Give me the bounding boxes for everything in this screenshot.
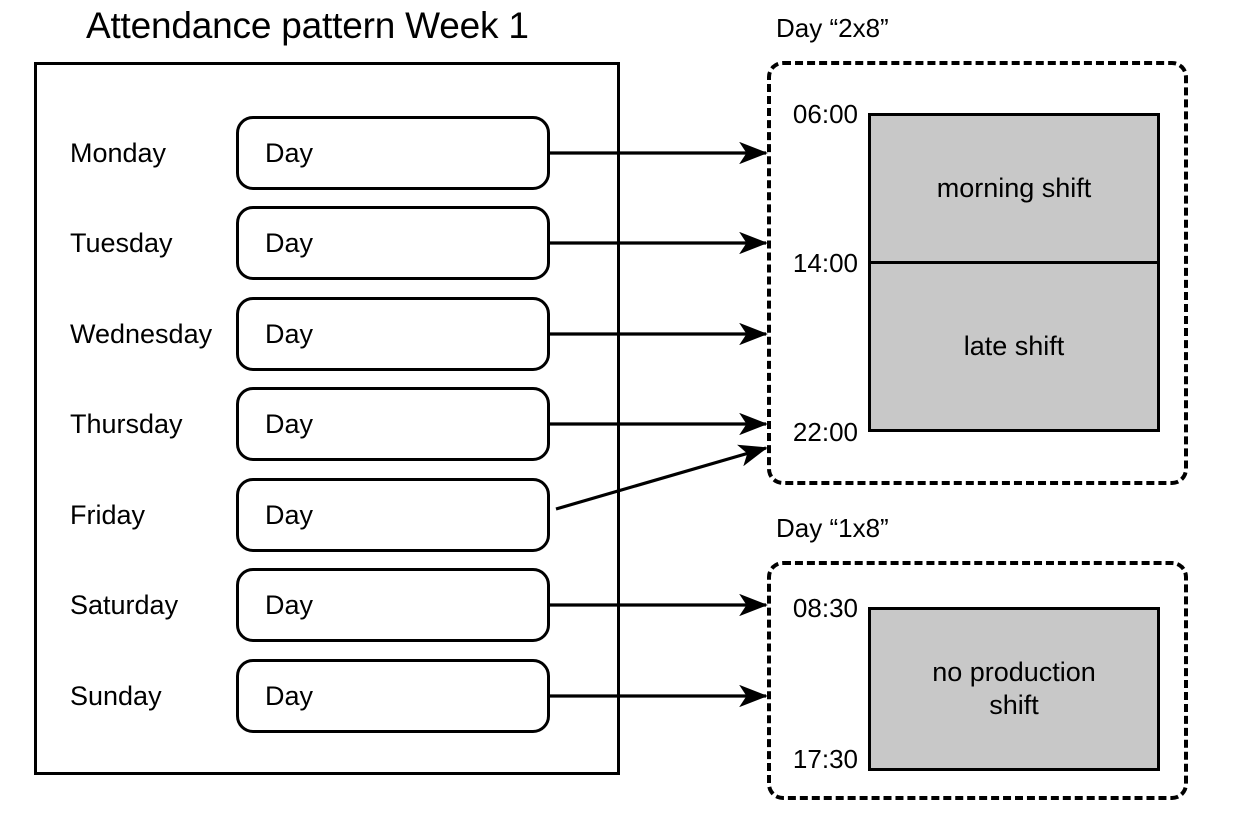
day-chip-saturday[interactable]: Day bbox=[236, 568, 550, 642]
day-label-tuesday: Tuesday bbox=[70, 228, 173, 258]
day-row-thursday[interactable]: Thursday Day bbox=[0, 387, 1234, 461]
day-chip-sunday[interactable]: Day bbox=[236, 659, 550, 733]
day-row-saturday[interactable]: Saturday Day bbox=[0, 568, 1234, 642]
day-label-monday: Monday bbox=[70, 138, 167, 168]
shift-block-no-production[interactable]: no production shift bbox=[932, 657, 1096, 720]
day-chip-tuesday[interactable]: Day bbox=[236, 206, 550, 280]
shift-block-morning[interactable]: morning shift bbox=[871, 116, 1157, 264]
page-title: Attendance pattern Week 1 bbox=[86, 5, 529, 46]
shift-model-panel-1x8 bbox=[767, 561, 1188, 800]
day-label-thursday: Thursday bbox=[70, 409, 183, 439]
day-chip-label: Day bbox=[265, 409, 314, 439]
shift-block-late[interactable]: late shift bbox=[963, 330, 1065, 361]
day-row-wednesday[interactable]: Wednesday Day bbox=[0, 297, 1234, 371]
day-chip-label: Day bbox=[265, 138, 314, 168]
day-label-wednesday: Wednesday bbox=[70, 319, 213, 349]
day-row-monday[interactable]: Monday Day bbox=[0, 116, 1234, 190]
time-label-end-1x8: 17:30 bbox=[792, 744, 858, 774]
day-row-sunday[interactable]: Sunday Day bbox=[0, 659, 1234, 733]
shift-stack-1x8: no production shift bbox=[868, 607, 1160, 771]
shift-model-title-2x8: Day “2x8” bbox=[776, 13, 889, 43]
day-chip-friday[interactable]: Day bbox=[236, 478, 550, 552]
day-chip-monday[interactable]: Day bbox=[236, 116, 550, 190]
day-row-tuesday[interactable]: Tuesday Day bbox=[0, 206, 1234, 280]
time-label-start-1x8: 08:30 bbox=[792, 593, 858, 623]
day-row-friday[interactable]: Friday Day bbox=[0, 478, 1234, 552]
day-label-saturday: Saturday bbox=[70, 590, 179, 620]
day-chip-wednesday[interactable]: Day bbox=[236, 297, 550, 371]
day-label-friday: Friday bbox=[70, 500, 146, 530]
day-label-sunday: Sunday bbox=[70, 681, 162, 711]
week-container bbox=[34, 62, 620, 775]
day-chip-label: Day bbox=[265, 319, 314, 349]
shift-stack-2x8: morning shift late shift bbox=[868, 113, 1160, 432]
day-chip-label: Day bbox=[265, 681, 314, 711]
time-label-end-2x8: 22:00 bbox=[792, 417, 858, 447]
day-chip-label: Day bbox=[265, 590, 314, 620]
time-label-mid-2x8: 14:00 bbox=[792, 248, 858, 278]
day-chip-label: Day bbox=[265, 500, 314, 530]
shift-model-title-1x8: Day “1x8” bbox=[776, 513, 889, 543]
shift-model-panel-2x8 bbox=[767, 61, 1188, 485]
time-label-start-2x8: 06:00 bbox=[792, 99, 858, 129]
day-chip-label: Day bbox=[265, 228, 314, 258]
day-chip-thursday[interactable]: Day bbox=[236, 387, 550, 461]
